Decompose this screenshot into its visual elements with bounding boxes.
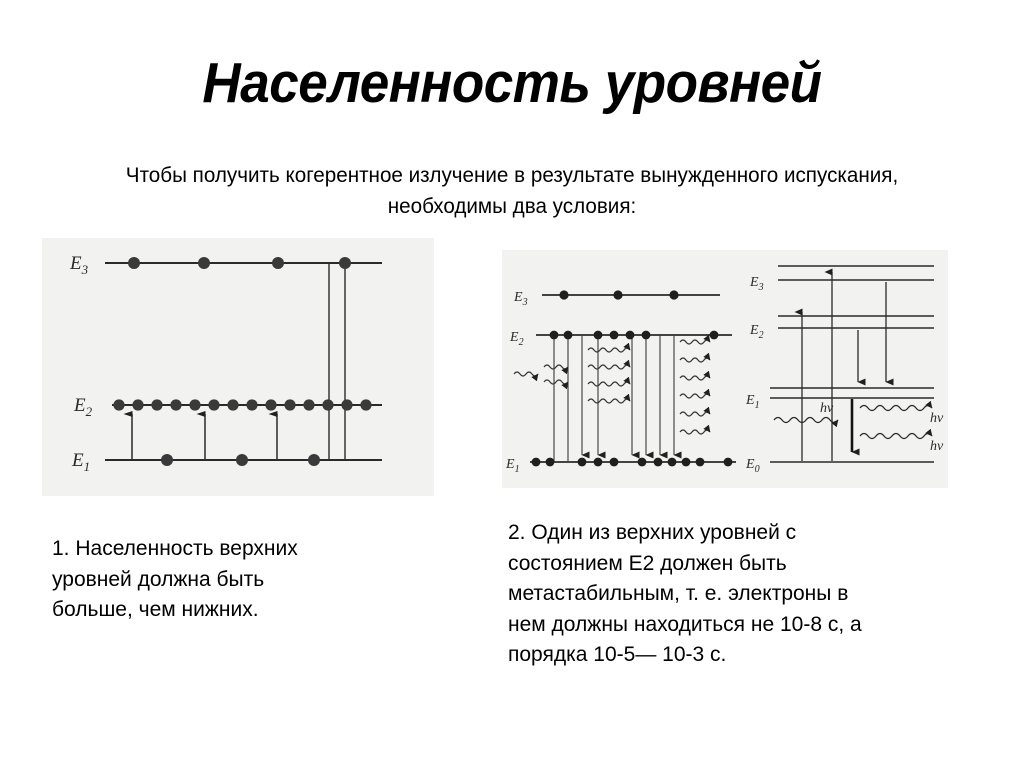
incoming-photon-wave (773, 416, 839, 428)
electron-group-e1 (161, 454, 320, 466)
outgoing-photon-wave-2 (859, 428, 933, 440)
meta-level-label-e2: E2 (749, 323, 764, 341)
cascade-subdiagram-left: E3 E2 E1 (505, 290, 736, 475)
three-level-diagram-svg: E3 E2 E1 (69, 253, 382, 474)
meta-level-label-e0: E0 (745, 457, 760, 475)
photon-label-incoming: hν (820, 401, 834, 416)
level-label-e3: E3 (69, 253, 89, 277)
cascade-level-label-e2: E2 (509, 330, 524, 348)
cascade-electron-group-e2 (549, 330, 719, 340)
electron-group-e3 (128, 257, 351, 269)
photon-label-out-1: hν (930, 411, 944, 426)
photon-wave-group (513, 334, 711, 435)
metastable-subdiagram-right: E3 E2 E1 E0 hν hν hν (745, 265, 944, 475)
cascade-electron-group-e1 (531, 457, 733, 467)
cascade-electron-group-e3 (559, 290, 679, 300)
cascade-level-label-e3: E3 (513, 290, 528, 308)
caption-condition-2: 2. Один из верхних уровней с состоянием … (508, 521, 862, 666)
cascade-diagram-svg: E3 E2 E1 (505, 265, 944, 475)
meta-level-label-e3: E3 (749, 275, 764, 293)
cascade-level-label-e1: E1 (505, 457, 520, 475)
photon-label-out-2: hν (930, 439, 944, 454)
level-label-e2: E2 (73, 395, 93, 419)
figure-stimulated-emission-cascade: E3 E2 E1 (502, 250, 948, 488)
meta-level-label-e1: E1 (745, 393, 760, 411)
figure-population-inversion: E3 E2 E1 (42, 238, 434, 496)
level-label-e1: E1 (71, 450, 90, 474)
page-title: Населенность уровней (202, 51, 822, 115)
slide-subtitle: Чтобы получить когерентное излучение в р… (125, 163, 899, 218)
caption-condition-1: 1. Населенность верхних уровней должна б… (52, 537, 298, 621)
outgoing-photon-wave-1 (859, 400, 933, 412)
electron-group-e2 (113, 399, 372, 411)
